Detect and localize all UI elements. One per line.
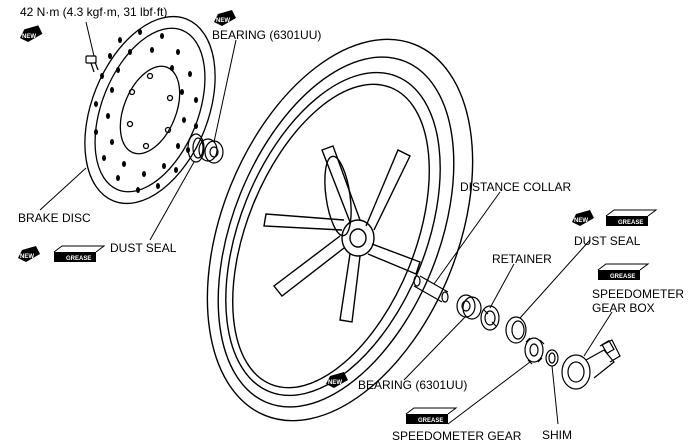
grease-icon [605,209,658,226]
bearing-bottom-label: BEARING (6301UU) [358,378,468,392]
brake-disc-label: BRAKE DISC [18,211,91,225]
spoke-2 [365,149,411,231]
dust-seal-right-label: DUST SEAL [574,234,641,248]
tire-inner [217,56,455,408]
front-wheel [206,38,474,422]
grease-icon [405,407,458,424]
brake-disc [84,15,216,205]
speedometer-gear-box-label-line2: GEAR BOX [592,301,655,315]
new-icon [20,25,43,42]
badge-new-text: NEW [574,218,588,224]
leader-speedometer-gear [447,361,531,425]
leader-distance-collar [433,191,501,285]
leader-gear-box [583,311,613,357]
speedometer-gear-label: SPEEDOMETER GEAR [392,429,522,443]
shim [545,349,559,367]
tire-outer [206,38,474,422]
hub-boss [324,155,352,237]
hub-inner [349,228,367,248]
rim-outer [225,71,441,397]
retainer-label: RETAINER [492,252,552,266]
torque-spec-label: 42 N·m (4.3 kgf·m, 31 lbf·ft) [20,5,168,19]
leader-dust-seal-right [519,239,591,319]
retainer [480,305,500,331]
leader-brake-disc [39,167,87,211]
badge-grease-text: GREASE [610,274,636,280]
rim-inner [232,83,430,389]
hub-outer [341,219,375,257]
disc-inner [94,27,206,193]
speedometer-gear-box-label-line1: SPEEDOMETER [592,287,685,301]
distance-collar-label: DISTANCE COLLAR [460,180,572,194]
speedometer-gear [524,337,545,365]
right-bearing [456,294,482,320]
leader-torque [85,21,95,57]
leader-bearing-bottom [403,315,467,381]
new-icon [18,246,40,262]
badge-grease-text: GREASE [418,418,444,424]
leader-retainer [489,263,515,309]
spoke-1 [321,145,361,223]
new-icon [572,210,594,226]
badge-grease-text: GREASE [66,256,92,262]
spoke-5 [273,235,345,297]
leader-lines [39,21,613,425]
leader-dust-seal-left [149,161,195,241]
badge-new-text: NEW [328,380,342,386]
spoke-3 [367,243,421,275]
disc-holes [94,29,198,193]
badge-new-text: NEW [216,18,230,24]
disc-bolt-holes [126,72,174,150]
shim-label: SHIM [542,428,572,442]
speedometer-gear-box [561,339,621,390]
spoke-4 [339,253,361,323]
right-dust-seal [505,316,527,344]
badge-new-text: NEW [20,254,34,260]
distance-collar [413,275,449,303]
disc-outer [84,15,216,205]
leader-shim [551,365,559,425]
spoke-6 [263,213,345,231]
badge-new-text: NEW [22,34,36,40]
new-icon [214,10,236,26]
grease-icon [53,245,106,262]
grease-icon [597,263,650,280]
new-icon [326,372,348,388]
left-dust-seal [187,133,205,163]
badge-grease-text: GREASE [618,220,644,226]
disc-bolt [85,55,99,73]
dust-seal-left-label: DUST SEAL [110,241,177,255]
leader-bearing-top [213,39,237,143]
bearing-top-label: BEARING (6301UU) [212,28,322,42]
disc-hub-edge [119,65,181,155]
